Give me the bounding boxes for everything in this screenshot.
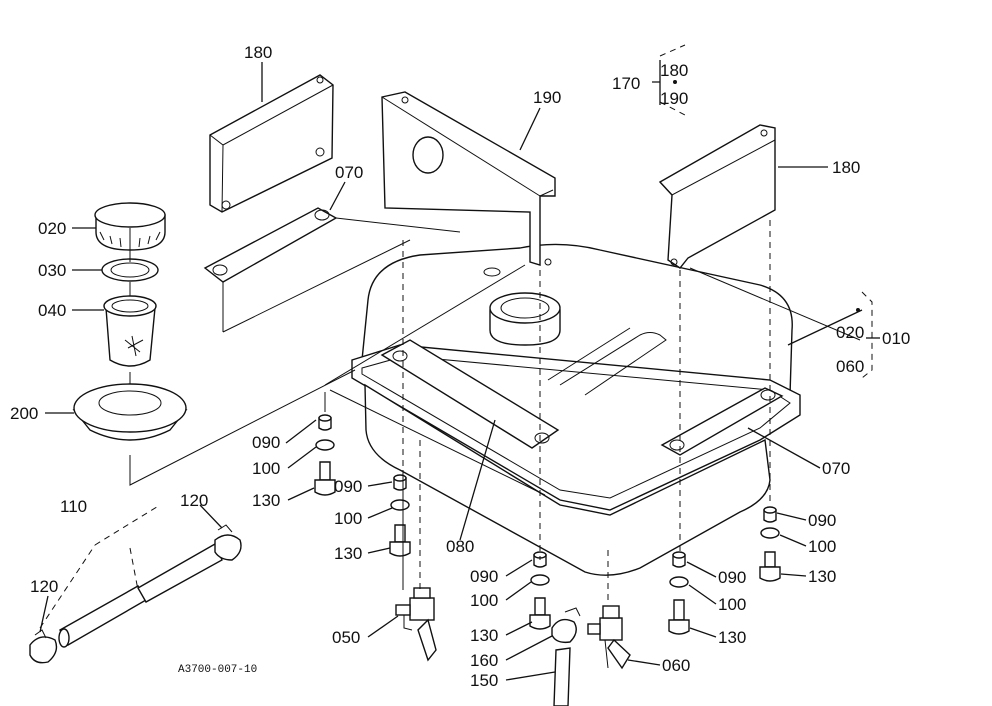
strainer-040 <box>103 295 157 367</box>
bracket-190 <box>381 91 556 266</box>
label-040: 040 <box>38 301 66 320</box>
label-080: 080 <box>446 537 474 556</box>
label-200: 200 <box>10 404 38 423</box>
label-060: 060 <box>662 656 690 675</box>
label-130-b: 130 <box>334 544 362 563</box>
label-090-e: 090 <box>808 511 836 530</box>
hose-clamp-120-upper <box>214 524 242 561</box>
label-160: 160 <box>470 651 498 670</box>
label-010-020: 020 <box>836 323 864 342</box>
label-120-lower: 120 <box>30 577 58 596</box>
label-180-left: 180 <box>244 43 272 62</box>
assembly-lines <box>39 220 861 629</box>
label-100-a: 100 <box>252 459 280 478</box>
label-010-060: 060 <box>836 357 864 376</box>
label-090-b: 090 <box>334 477 362 496</box>
label-090-a: 090 <box>252 433 280 452</box>
label-010: 010 <box>882 329 910 348</box>
label-030: 030 <box>38 261 66 280</box>
label-070-lower: 070 <box>822 459 850 478</box>
label-130-c: 130 <box>470 626 498 645</box>
fuel-cap-020 <box>94 202 166 251</box>
ring-200 <box>72 383 188 441</box>
hose-clamp-120-lower <box>29 629 58 664</box>
fuel-cock-050 <box>395 587 437 662</box>
label-020: 020 <box>38 219 66 238</box>
bracket-180-right <box>658 124 776 269</box>
label-130-d: 130 <box>718 628 746 647</box>
fuel-hose-150 <box>553 647 571 706</box>
rubber-strip-070-right <box>660 387 784 456</box>
drawing-code: A3700-007-10 <box>178 664 257 676</box>
label-100-e: 100 <box>808 537 836 556</box>
label-050: 050 <box>332 628 360 647</box>
label-100-d: 100 <box>718 595 746 614</box>
label-070-upper: 070 <box>335 163 363 182</box>
bolt-set-a <box>314 414 336 496</box>
part-labels: 180 190 170 180 190 180 070 020 030 040 … <box>10 43 910 690</box>
bolt-set-e <box>759 506 781 582</box>
bolt-set-c <box>529 551 551 630</box>
label-190: 190 <box>533 88 561 107</box>
label-090-c: 090 <box>470 567 498 586</box>
bolt-set-d <box>668 551 690 635</box>
label-170-190: 190 <box>660 89 688 108</box>
label-170: 170 <box>612 74 640 93</box>
leader-lines <box>39 44 880 681</box>
label-100-b: 100 <box>334 509 362 528</box>
bolt-set-b <box>389 474 411 557</box>
rubber-strip-080 <box>380 339 560 449</box>
packing-030 <box>101 258 159 282</box>
label-130-a: 130 <box>252 491 280 510</box>
fuel-cock-060 <box>587 605 631 670</box>
rubber-strip-070-left <box>203 207 461 332</box>
label-150: 150 <box>470 671 498 690</box>
hose-clamp-160 <box>551 607 581 644</box>
fuel-hose-110 <box>58 543 223 648</box>
bracket-180-left <box>209 74 334 213</box>
label-130-e: 130 <box>808 567 836 586</box>
label-100-c: 100 <box>470 591 498 610</box>
label-120-upper: 120 <box>180 491 208 510</box>
label-090-d: 090 <box>718 568 746 587</box>
label-180-right: 180 <box>832 158 860 177</box>
label-170-180: 180 <box>660 61 688 80</box>
label-110: 110 <box>60 497 87 516</box>
filler-neck <box>489 292 561 346</box>
